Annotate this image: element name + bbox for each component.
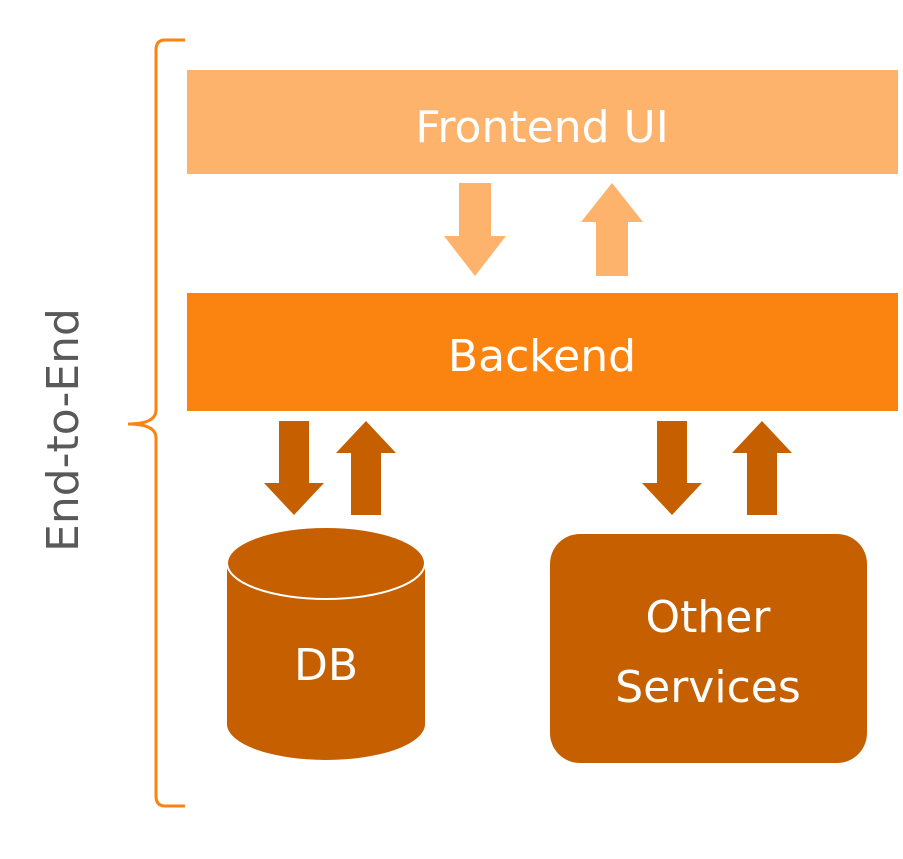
- other-services-label-line2: Services: [615, 662, 801, 713]
- arrow-down-icon: [444, 183, 506, 276]
- arrow-up-icon: [336, 421, 396, 515]
- backend-box: [187, 293, 898, 411]
- arrow-down-icon: [264, 421, 324, 515]
- side-label: End-to-End: [38, 308, 89, 552]
- curly-bracket-icon: [127, 38, 185, 808]
- other-services-label-line1: Other: [646, 592, 772, 643]
- db-label: DB: [294, 640, 358, 691]
- backend-label: Backend: [448, 331, 636, 382]
- arrow-up-icon: [732, 421, 792, 515]
- database-cylinder-icon: [226, 526, 426, 760]
- arrow-down-icon: [642, 421, 702, 515]
- frontend-label: Frontend UI: [415, 102, 668, 153]
- other-services-box: [550, 534, 867, 763]
- arrow-up-icon: [581, 183, 643, 276]
- frontend-box: [187, 70, 898, 174]
